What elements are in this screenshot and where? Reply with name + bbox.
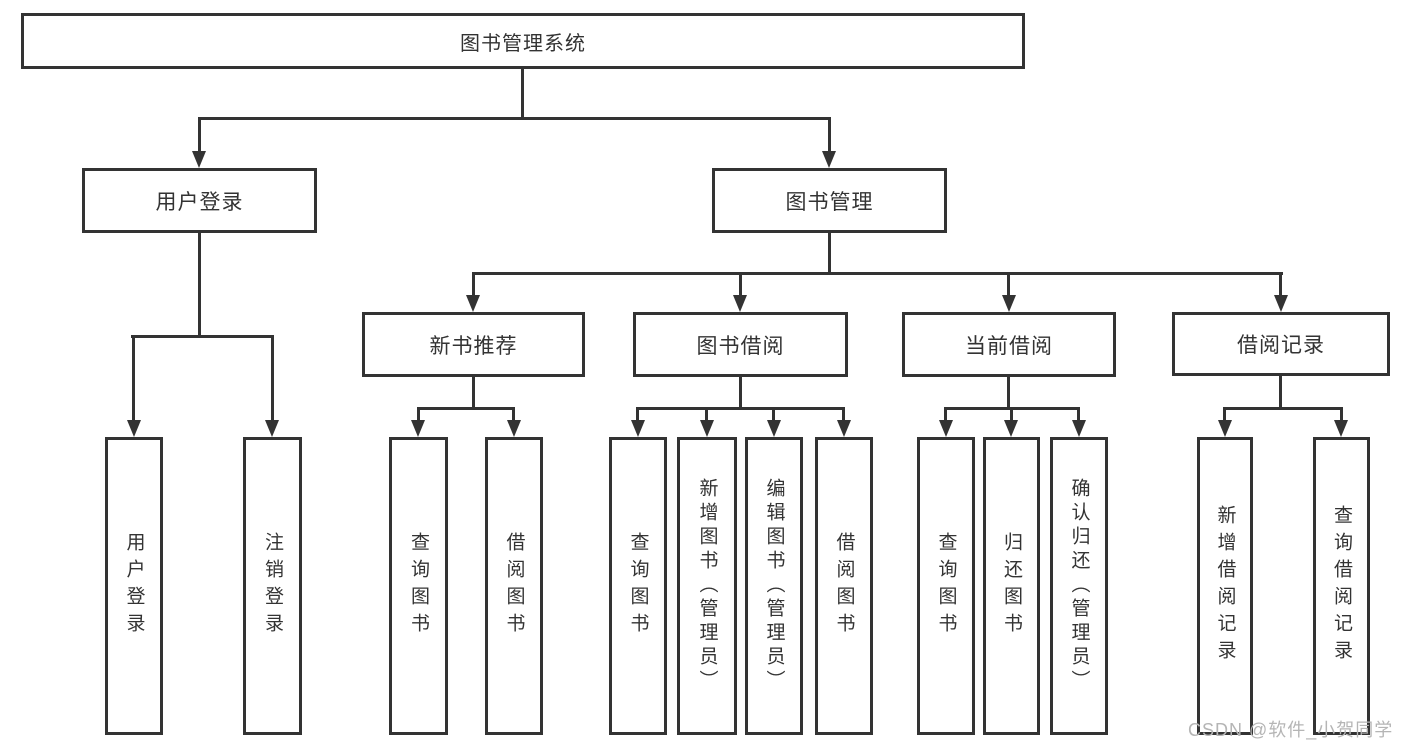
connector-user-login-stem: [198, 233, 201, 338]
connector-borrow-records-stem: [1279, 376, 1282, 410]
arrowhead-book-mgmt: [822, 151, 836, 168]
node-user-login: 用户登录: [82, 168, 317, 233]
connector-to-br-add: [1223, 407, 1226, 423]
leaf-bb-query-books: 查询图书: [609, 437, 667, 735]
connector-to-br-query: [1340, 407, 1343, 423]
arrowhead-cb-confirm: [1072, 420, 1086, 437]
connector-book-borrow-stem: [739, 377, 742, 410]
leaf-user-login: 用户登录: [105, 437, 163, 735]
connector-book-borrow-split: [636, 407, 845, 410]
arrowhead-br-query: [1334, 420, 1348, 437]
arrowhead-leaf-user-login: [127, 420, 141, 437]
connector-to-bb-query: [636, 407, 639, 423]
connector-to-new-book: [472, 272, 475, 297]
connector-to-cb-confirm: [1077, 407, 1080, 423]
arrowhead-leaf-logout: [265, 420, 279, 437]
connector-to-leaf-logout: [271, 335, 274, 422]
leaf-cb-query-books: 查询图书: [917, 437, 975, 735]
connector-to-bb-add: [705, 407, 708, 423]
arrowhead-new-book: [466, 295, 480, 312]
connector-to-cb-return: [1010, 407, 1013, 423]
csdn-watermark: CSDN @软件_小贺同学: [1188, 720, 1394, 740]
node-book-borrow: 图书借阅: [633, 312, 848, 377]
node-book-mgmt: 图书管理: [712, 168, 947, 233]
connector-to-book-borrow: [739, 272, 742, 297]
leaf-bb-borrow-books: 借阅图书: [815, 437, 873, 735]
arrowhead-bb-add: [700, 420, 714, 437]
connector-to-book-mgmt: [828, 117, 831, 153]
leaf-bb-add-books-admin: 新增图书（管理员）: [677, 437, 737, 735]
leaf-br-query-record: 查询借阅记录: [1313, 437, 1370, 735]
connector-borrow-records-split: [1223, 407, 1343, 410]
node-borrow-records: 借阅记录: [1172, 312, 1390, 376]
connector-to-nb-query: [417, 407, 420, 423]
arrowhead-current-borrow: [1002, 295, 1016, 312]
arrowhead-bb-borrow: [837, 420, 851, 437]
connector-to-bb-borrow: [842, 407, 845, 423]
leaf-br-add-record: 新增借阅记录: [1197, 437, 1253, 735]
connector-to-cb-query: [944, 407, 947, 423]
arrowhead-cb-return: [1004, 420, 1018, 437]
arrowhead-nb-borrow: [507, 420, 521, 437]
arrowhead-bb-edit: [767, 420, 781, 437]
connector-to-borrow-records: [1279, 272, 1282, 297]
arrowhead-bb-query: [631, 420, 645, 437]
connector-root-stem: [521, 68, 524, 119]
leaf-nb-borrow-books: 借阅图书: [485, 437, 543, 735]
connector-user-login-split: [131, 335, 274, 338]
node-current-borrow: 当前借阅: [902, 312, 1116, 377]
arrowhead-borrow-records: [1274, 295, 1288, 312]
connector-to-current-borrow: [1007, 272, 1010, 297]
leaf-cb-confirm-return-admin: 确认归还（管理员）: [1050, 437, 1108, 735]
leaf-bb-edit-books-admin: 编辑图书（管理员）: [745, 437, 803, 735]
leaf-nb-query-books: 查询图书: [389, 437, 448, 735]
arrowhead-nb-query: [411, 420, 425, 437]
leaf-logout: 注销登录: [243, 437, 302, 735]
connector-book-mgmt-stem: [828, 233, 831, 275]
connector-book-mgmt-split: [472, 272, 1283, 275]
arrowhead-book-borrow: [733, 295, 747, 312]
connector-current-borrow-stem: [1007, 377, 1010, 410]
arrowhead-br-add: [1218, 420, 1232, 437]
connector-to-bb-edit: [772, 407, 775, 423]
leaf-cb-return-books: 归还图书: [983, 437, 1040, 735]
node-root: 图书管理系统: [21, 13, 1025, 69]
connector-new-book-split: [417, 407, 515, 410]
connector-new-book-stem: [472, 377, 475, 410]
connector-to-nb-borrow: [512, 407, 515, 423]
arrowhead-cb-query: [939, 420, 953, 437]
node-new-book-rec: 新书推荐: [362, 312, 585, 377]
connector-to-leaf-user-login: [132, 335, 135, 422]
connector-to-user-login: [198, 117, 201, 153]
arrowhead-user-login: [192, 151, 206, 168]
connector-root-split: [198, 117, 831, 120]
